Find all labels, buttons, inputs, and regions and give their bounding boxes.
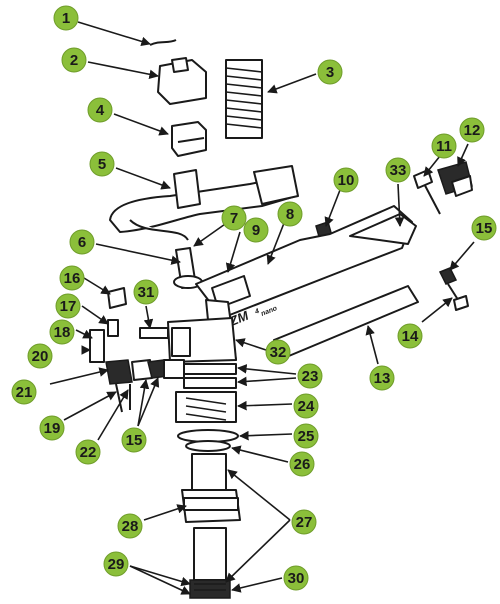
- svg-text:15: 15: [126, 432, 143, 449]
- svg-text:19: 19: [44, 420, 61, 437]
- svg-text:21: 21: [16, 384, 33, 401]
- callout-5: 5: [89, 151, 115, 177]
- callout-33: 33: [385, 157, 411, 183]
- callout-18: 18: [49, 319, 75, 345]
- part-23-rings: [183, 363, 237, 389]
- svg-text:33: 33: [390, 162, 407, 179]
- svg-text:7: 7: [230, 210, 238, 227]
- callout-23: 23: [297, 363, 323, 389]
- part-5-drive-arm: [109, 165, 299, 241]
- part-31-pin: [139, 327, 169, 339]
- part-14-15-screw-set: [438, 267, 469, 311]
- svg-text:16: 16: [64, 270, 81, 287]
- svg-text:11: 11: [436, 138, 452, 155]
- callout-1: 1: [53, 5, 79, 31]
- callout-4: 4: [87, 97, 113, 123]
- callout-11: 11: [431, 133, 457, 159]
- part-25-26-washers: [177, 429, 239, 452]
- svg-text:14: 14: [402, 328, 419, 345]
- callout-3: 3: [317, 59, 343, 85]
- callout-24: 24: [293, 393, 319, 419]
- svg-text:31: 31: [138, 284, 155, 301]
- svg-text:24: 24: [298, 398, 315, 415]
- part-32-housing: [167, 317, 237, 363]
- part-6-7-stem: [173, 247, 203, 289]
- callout-14: 14: [397, 323, 423, 349]
- svg-text:4: 4: [96, 102, 105, 119]
- svg-text:27: 27: [296, 514, 313, 531]
- svg-text:12: 12: [464, 122, 481, 139]
- callout-7: 7: [221, 205, 247, 231]
- svg-text:32: 32: [270, 344, 287, 361]
- callout-26: 26: [289, 451, 315, 477]
- part-16-18-left-pins: [89, 287, 127, 363]
- callout-13: 13: [369, 365, 395, 391]
- callout-8: 8: [277, 201, 303, 227]
- svg-text:20: 20: [32, 348, 49, 365]
- svg-text:2: 2: [70, 52, 78, 69]
- part-19-22-valves: [105, 359, 185, 413]
- svg-text:29: 29: [108, 556, 125, 573]
- svg-text:26: 26: [294, 456, 311, 473]
- callout-16: 16: [59, 265, 85, 291]
- part-27-28-bearing-nut: [181, 453, 241, 523]
- svg-text:9: 9: [252, 222, 260, 239]
- svg-text:1: 1: [62, 10, 70, 27]
- svg-text:17: 17: [60, 298, 77, 315]
- part-1-pin: [149, 39, 177, 46]
- part-12-nozzle: [437, 161, 473, 197]
- callout-31: 31: [133, 279, 159, 305]
- callout-25: 25: [293, 423, 319, 449]
- callout-9: 9: [243, 217, 269, 243]
- svg-text:3: 3: [326, 64, 334, 81]
- part-4-bearing: [171, 121, 207, 157]
- callout-30: 30: [283, 565, 309, 591]
- svg-text:25: 25: [298, 428, 315, 445]
- callout-32: 32: [265, 339, 291, 365]
- svg-text:30: 30: [288, 570, 305, 587]
- callout-17: 17: [55, 293, 81, 319]
- part-11-pin: [413, 169, 441, 215]
- part-3-spring: [225, 59, 263, 139]
- svg-text:5: 5: [98, 156, 106, 173]
- part-13-deflector: [273, 285, 419, 359]
- callout-29: 29: [103, 551, 129, 577]
- callout-10: 10: [333, 167, 359, 193]
- part-29-30-riser: [189, 527, 231, 599]
- callout-15-right: 15: [471, 215, 497, 241]
- part-24-spring-cup: [175, 391, 237, 423]
- svg-text:15: 15: [476, 220, 493, 237]
- callout-2: 2: [61, 47, 87, 73]
- brand-suffix: nano: [260, 305, 279, 318]
- brand-superscript: 4: [253, 308, 260, 316]
- svg-text:22: 22: [80, 444, 97, 461]
- callout-22: 22: [75, 439, 101, 465]
- callout-6: 6: [69, 229, 95, 255]
- callout-12: 12: [459, 117, 485, 143]
- leader-lines: [49, 21, 475, 595]
- callout-27: 27: [291, 509, 317, 535]
- callout-28: 28: [117, 513, 143, 539]
- callout-20: 20: [27, 343, 53, 369]
- svg-text:6: 6: [78, 234, 86, 251]
- part-2-cap: [157, 57, 207, 105]
- svg-text:13: 13: [374, 370, 391, 387]
- callout-15-left: 15: [121, 427, 147, 453]
- svg-text:23: 23: [302, 368, 319, 385]
- callout-19: 19: [39, 415, 65, 441]
- svg-text:10: 10: [338, 172, 355, 189]
- svg-text:18: 18: [54, 324, 71, 341]
- svg-text:28: 28: [122, 518, 139, 535]
- svg-text:8: 8: [286, 206, 294, 223]
- callout-21: 21: [11, 379, 37, 405]
